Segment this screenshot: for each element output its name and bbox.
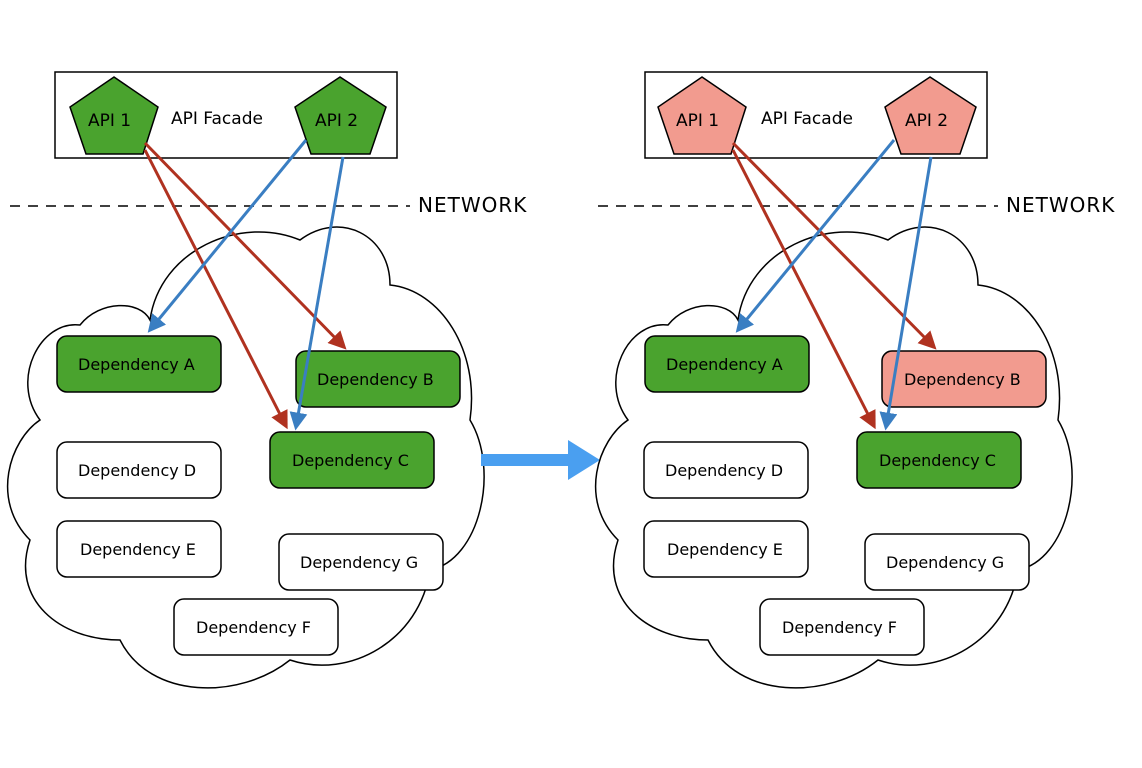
dependency-g-label: Dependency G — [300, 553, 418, 572]
dependency-f[interactable]: Dependency F — [173, 598, 339, 656]
arrow-api1-to-dependency-b — [143, 141, 347, 350]
arrow-api1-to-dependency-b — [731, 141, 937, 350]
dependency-g[interactable]: Dependency G — [864, 533, 1030, 591]
api-1-label: API 1 — [676, 111, 719, 131]
api-2-label: API 2 — [315, 111, 358, 131]
api-facade-label: API Facade — [171, 109, 263, 129]
api-1-label: API 1 — [88, 111, 131, 131]
arrow-api2-to-dependency-a — [735, 139, 896, 333]
transition-arrow — [481, 440, 600, 480]
api-1-pentagon[interactable] — [657, 76, 747, 155]
dependency-a[interactable]: Dependency A — [644, 335, 810, 393]
dependency-g-label: Dependency G — [886, 553, 1004, 572]
dependency-e-label: Dependency E — [80, 540, 196, 559]
dependency-a-label: Dependency A — [78, 355, 195, 374]
api-2-pentagon[interactable] — [884, 76, 977, 155]
arrow-api2-to-dependency-a — [147, 139, 308, 333]
dependency-c[interactable]: Dependency C — [856, 431, 1022, 489]
dependency-c-label: Dependency C — [292, 451, 409, 470]
arrow-api1-to-dependency-c — [731, 149, 876, 430]
dependency-e[interactable]: Dependency E — [56, 520, 222, 578]
api-2-label: API 2 — [905, 111, 948, 131]
dependency-a-label: Dependency A — [666, 355, 783, 374]
dependency-d[interactable]: Dependency D — [56, 441, 222, 499]
dependency-f-label: Dependency F — [782, 618, 897, 637]
dependency-b[interactable]: Dependency B — [881, 350, 1047, 408]
network-label: NETWORK — [418, 193, 527, 217]
arrow-api2-to-dependency-c — [289, 156, 345, 431]
dependency-a[interactable]: Dependency A — [56, 335, 222, 393]
dependency-c[interactable]: Dependency C — [269, 431, 435, 489]
dependency-e-label: Dependency E — [667, 540, 783, 559]
arrow-api2-to-dependency-c — [879, 156, 933, 431]
dependency-e[interactable]: Dependency E — [643, 520, 809, 578]
network-label: NETWORK — [1006, 193, 1115, 217]
panel-after: API Facade API 1 API 2 NETWORK Dependenc… — [594, 71, 1115, 689]
dependency-g[interactable]: Dependency G — [278, 533, 444, 591]
api-1-pentagon[interactable] — [69, 76, 159, 155]
dependency-d[interactable]: Dependency D — [643, 441, 809, 499]
api-2-pentagon[interactable] — [294, 76, 387, 155]
dependency-c-label: Dependency C — [879, 451, 996, 470]
api-facade-label: API Facade — [761, 109, 853, 129]
panel-before: API Facade API 1 API 2 NETWORK Dependenc… — [6, 71, 527, 689]
dependency-f[interactable]: Dependency F — [759, 598, 925, 656]
dependency-b-label: Dependency B — [904, 370, 1021, 389]
arrow-api1-to-dependency-c — [143, 149, 288, 430]
dependency-b-label: Dependency B — [317, 370, 434, 389]
dependency-d-label: Dependency D — [665, 461, 783, 480]
dependency-b[interactable]: Dependency B — [295, 350, 461, 408]
dependency-d-label: Dependency D — [78, 461, 196, 480]
dependency-f-label: Dependency F — [196, 618, 311, 637]
